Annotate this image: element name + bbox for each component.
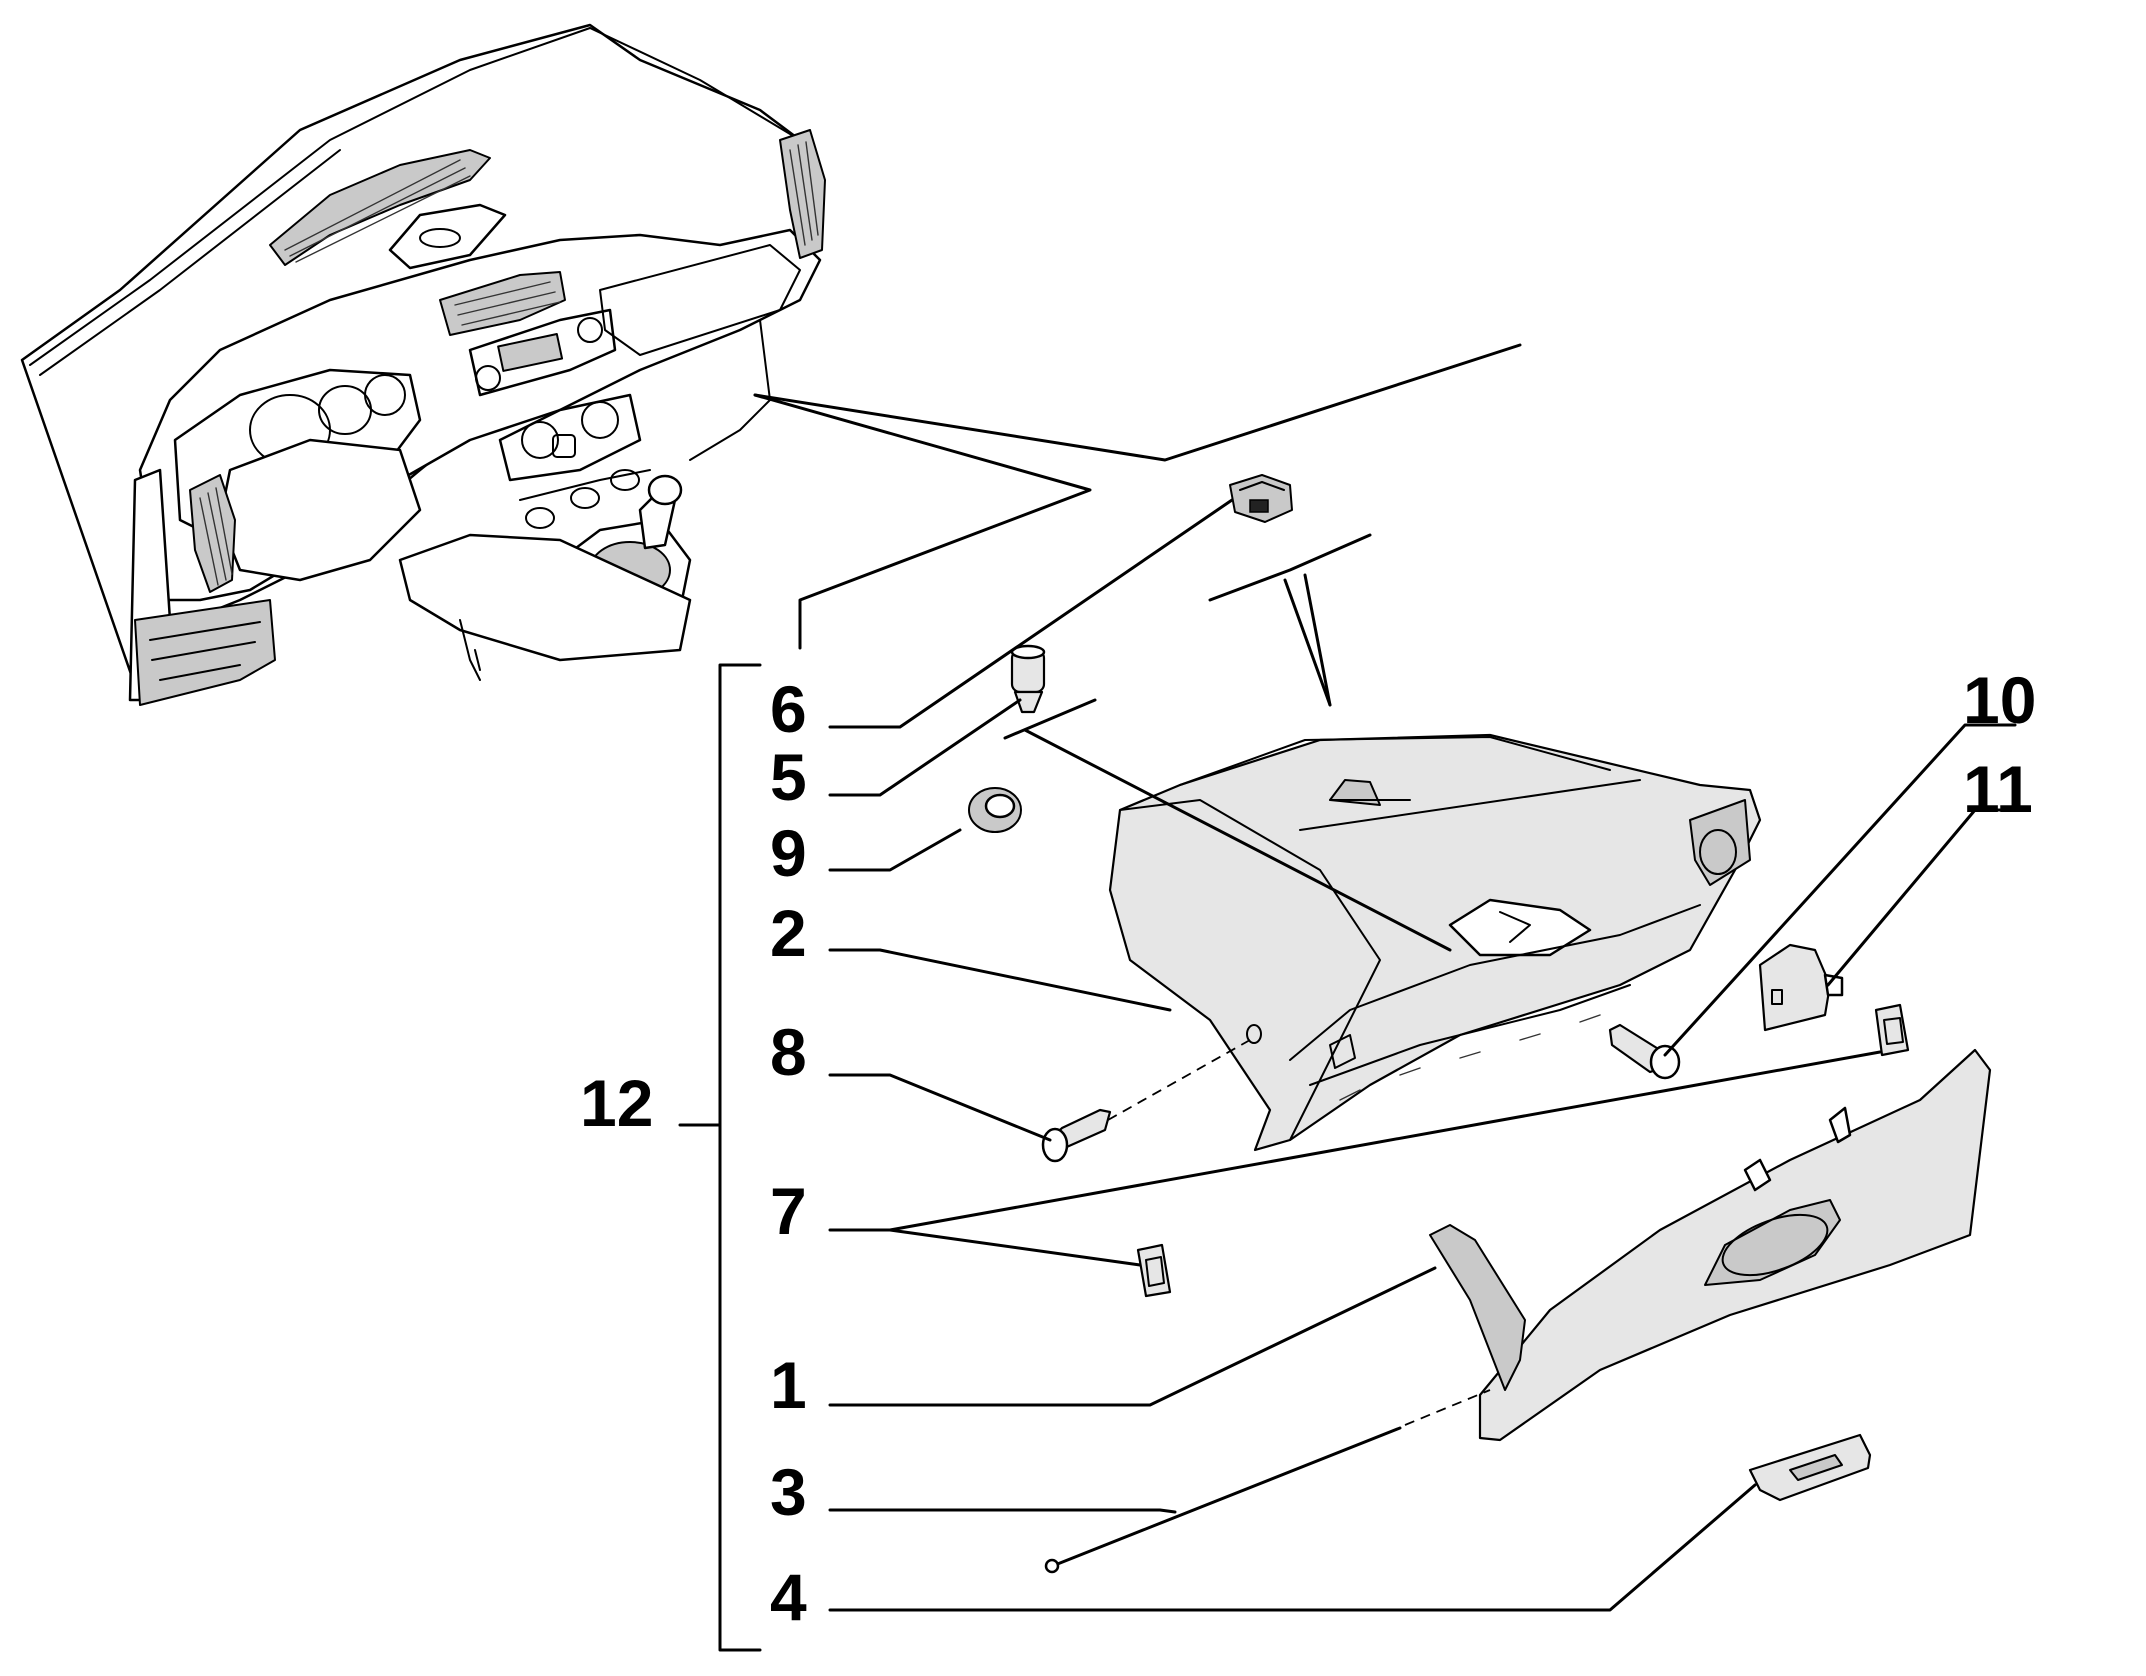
part-3-rod: [1044, 1426, 1402, 1574]
callout-7: 7: [770, 1174, 807, 1248]
callout-1: 1: [770, 1348, 807, 1422]
callout-6: 6: [770, 672, 807, 746]
part-9-grommet: [968, 787, 1022, 833]
part-11-cover: [1758, 943, 1844, 1032]
part-8-screw: [1041, 1108, 1112, 1163]
leaders-upper: [1003, 533, 1452, 952]
part-7-clip-a: [1874, 1003, 1910, 1057]
part-6-clip: [1229, 474, 1293, 523]
part-7-clip-b: [1136, 1243, 1172, 1298]
part-1-glovebox-lid: [1429, 1048, 1992, 1442]
callout-8: 8: [770, 1015, 807, 1089]
part-4-latch-plate: [1748, 1433, 1872, 1502]
callout-9: 9: [770, 816, 807, 890]
callout-12: 12: [580, 1066, 653, 1140]
callout-11: 11: [1963, 752, 2033, 826]
callout-4: 4: [770, 1560, 807, 1634]
callout-leaders: [828, 498, 2017, 1612]
callout-10: 10: [1963, 663, 2036, 737]
dash-leader-lines: [753, 343, 1522, 650]
callout-5: 5: [770, 740, 807, 814]
part-10-screw: [1608, 1023, 1681, 1080]
callout-3: 3: [770, 1455, 807, 1529]
callout-2: 2: [770, 896, 807, 970]
dashboard-assembly: [20, 23, 826, 706]
part-5-bumper: [1010, 644, 1046, 714]
assembly-bracket-12: [678, 663, 762, 1652]
